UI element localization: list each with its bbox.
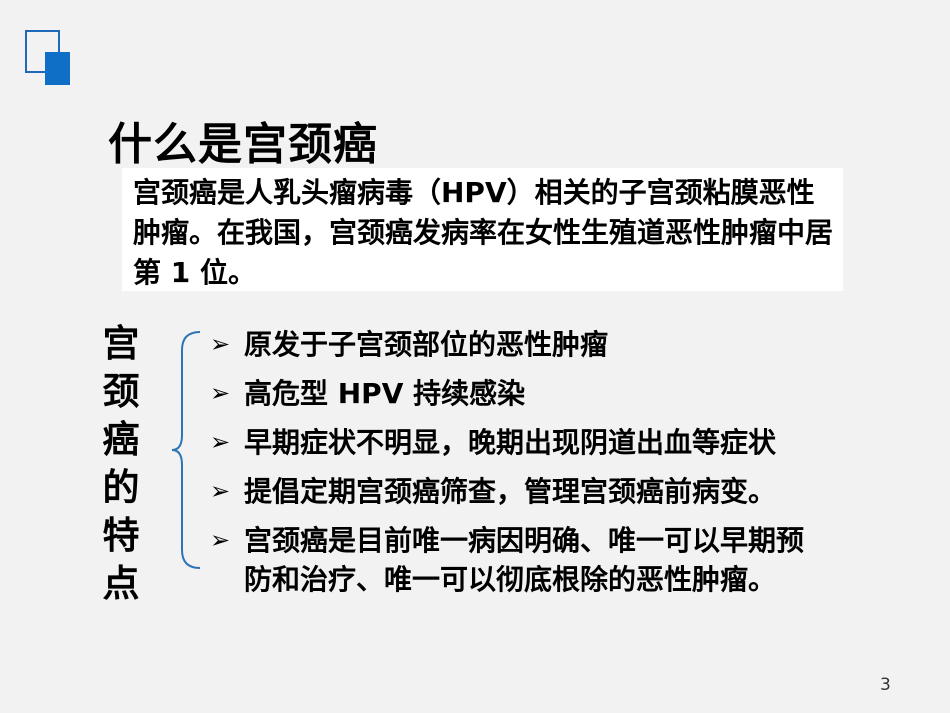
- curly-brace-icon: [171, 331, 201, 569]
- list-item-text: 提倡定期宫颈癌筛查，管理宫颈癌前病变。: [244, 475, 777, 508]
- list-item: ➢ 原发于子宫颈部位的恶性肿瘤: [210, 325, 804, 364]
- page-number: 3: [880, 675, 891, 695]
- corner-decoration-fill: [45, 52, 70, 85]
- arrow-bullet-icon: ➢: [210, 379, 231, 407]
- list-item-text: 高危型 HPV 持续感染: [244, 377, 526, 410]
- list-item: ➢ 早期症状不明显，晚期出现阴道出血等症状: [210, 423, 804, 462]
- definition-text: 宫颈癌是人乳头瘤病毒（HPV）相关的子宫颈粘膜恶性肿瘤。在我国，宫颈癌发病率在女…: [133, 176, 834, 289]
- list-item-text: 宫颈癌是目前唯一病因明确、唯一可以早期预 防和治疗、唯一可以彻底根除的恶性肿瘤。: [244, 524, 805, 596]
- arrow-bullet-icon: ➢: [210, 477, 231, 505]
- corner-decoration-outline: [25, 30, 60, 73]
- list-item-text: 早期症状不明显，晚期出现阴道出血等症状: [244, 426, 777, 459]
- list-item: ➢ 宫颈癌是目前唯一病因明确、唯一可以早期预 防和治疗、唯一可以彻底根除的恶性肿…: [210, 521, 804, 599]
- arrow-bullet-icon: ➢: [210, 428, 231, 456]
- list-item: ➢ 高危型 HPV 持续感染: [210, 374, 804, 413]
- list-item-text: 原发于子宫颈部位的恶性肿瘤: [244, 328, 609, 361]
- arrow-bullet-icon: ➢: [210, 330, 231, 358]
- side-label: 宫 颈 癌 的 特 点: [102, 322, 140, 605]
- arrow-bullet-icon: ➢: [210, 526, 231, 554]
- definition-box: 宫颈癌是人乳头瘤病毒（HPV）相关的子宫颈粘膜恶性肿瘤。在我国，宫颈癌发病率在女…: [122, 168, 843, 291]
- list-item: ➢ 提倡定期宫颈癌筛查，管理宫颈癌前病变。: [210, 472, 804, 511]
- feature-list: ➢ 原发于子宫颈部位的恶性肿瘤 ➢ 高危型 HPV 持续感染 ➢ 早期症状不明显…: [210, 325, 804, 609]
- slide-title: 什么是宫颈癌: [108, 119, 378, 170]
